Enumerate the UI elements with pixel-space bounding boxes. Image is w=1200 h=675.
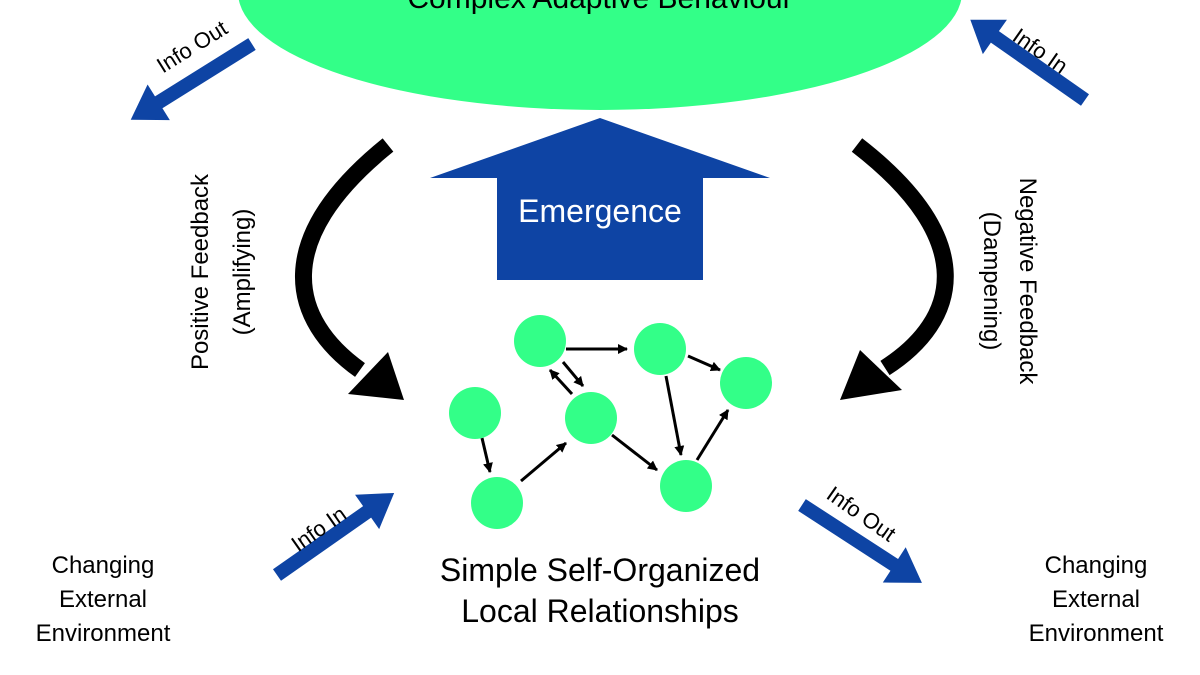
curved-arrow-icon: [295, 138, 394, 377]
thick-straight-arrow-icon: [272, 492, 395, 581]
positive-feedback-sublabel: (Amplifying): [229, 209, 256, 336]
network-node: [514, 315, 566, 367]
info-in-arrow-top-right: Info In: [970, 19, 1090, 106]
network-node: [565, 392, 617, 444]
environment-left-line: Changing: [52, 552, 155, 579]
network-node: [471, 477, 523, 529]
network-edge: [687, 354, 721, 372]
network-edge: [695, 409, 730, 461]
negative-feedback-label: Negative Feedback: [1014, 178, 1041, 386]
network-edge: [520, 441, 567, 483]
complex-adaptive-behaviour-ellipse: [238, 0, 962, 110]
network-node: [660, 460, 712, 512]
network-node: [634, 323, 686, 375]
top-title: Complex Adaptive Behaviour: [407, 0, 792, 15]
positive-feedback-label: Positive Feedback: [187, 173, 214, 370]
local-relationships-title: Simple Self-Organized: [440, 552, 760, 588]
environment-label-right: Changing External Environment: [1029, 552, 1164, 647]
network-edge: [664, 375, 685, 456]
network-nodes: [449, 315, 772, 529]
thick-straight-arrow-icon: [798, 499, 922, 583]
environment-right-line: Environment: [1029, 620, 1164, 647]
network-edge: [480, 437, 493, 473]
local-relationships-subtitle: Local Relationships: [461, 593, 739, 629]
network-node: [720, 357, 772, 409]
negative-feedback-sublabel: (Dampening): [978, 212, 1005, 351]
network-edge: [611, 433, 658, 472]
environment-label-left: Changing External Environment: [36, 552, 171, 647]
curved-arrow-icon: [851, 138, 954, 376]
emergence-label: Emergence: [518, 193, 682, 229]
local-relationship-network: [449, 315, 772, 529]
environment-left-line: External: [59, 586, 147, 613]
thick-straight-arrow-icon: [970, 19, 1090, 106]
negative-feedback-arrow: [840, 138, 954, 400]
info-in-arrow-bottom-left: Info In: [272, 492, 395, 581]
positive-feedback-arrow: [295, 138, 404, 400]
block-up-arrow-icon: [430, 118, 770, 280]
emergence-arrow: Emergence: [430, 118, 770, 280]
thick-straight-arrow-icon: [130, 38, 256, 121]
environment-right-line: Changing: [1045, 552, 1148, 579]
environment-right-line: External: [1052, 586, 1140, 613]
network-node: [449, 387, 501, 439]
info-out-arrow-top-left: Info Out: [130, 15, 256, 121]
info-out-arrow-bottom-right: Info Out: [798, 481, 922, 583]
network-edge: [561, 361, 585, 387]
network-edges: [480, 344, 730, 483]
network-edge: [548, 368, 574, 396]
environment-left-line: Environment: [36, 620, 171, 647]
